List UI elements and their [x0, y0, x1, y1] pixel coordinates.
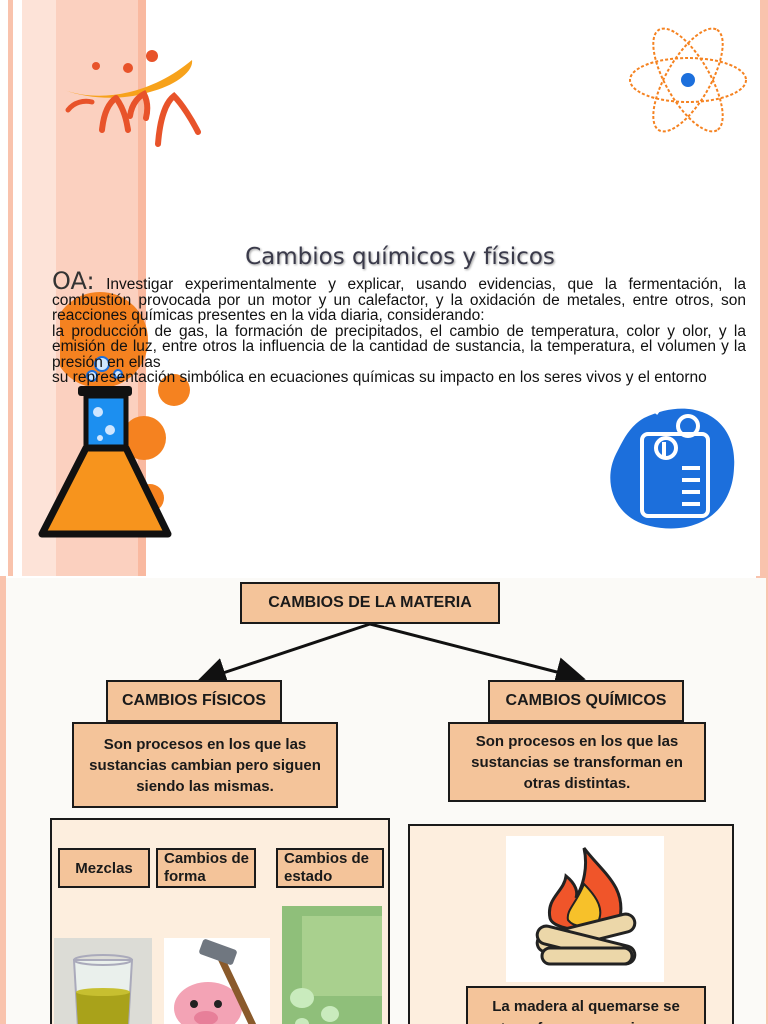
oa-line: su representación simbólica en ecuacione… — [52, 369, 707, 386]
water-drops-image — [282, 906, 382, 1024]
chemical-panel: La madera al quemarse se transforma en c… — [408, 824, 734, 1024]
physical-description: Son procesos en los que las sustancias c… — [72, 722, 338, 808]
piggy-bank-image — [164, 938, 270, 1024]
physical-panel: Mezclas Cambios de forma Cambios de esta… — [50, 818, 390, 1024]
type-mixtures: Mezclas — [58, 848, 150, 888]
physical-title: CAMBIOS FÍSICOS — [106, 680, 282, 722]
stripe — [0, 576, 6, 1024]
connector-arrows — [196, 622, 586, 687]
stripe — [8, 0, 13, 576]
concept-map: CAMBIOS DE LA MATERIA CAMBIOS FÍSICOS CA… — [6, 578, 766, 1024]
chemical-description: Son procesos en los que las sustancias s… — [448, 722, 706, 802]
campfire-image — [506, 836, 664, 982]
oil-glass-image — [54, 938, 152, 1024]
oa-label: OA: — [52, 267, 95, 295]
root-box: CAMBIOS DE LA MATERIA — [240, 582, 500, 624]
slide-title: Cambios químicos y físicos — [245, 244, 555, 270]
atom-icon — [629, 27, 747, 133]
flask-icon — [38, 356, 172, 538]
beaker-icon — [610, 402, 735, 529]
slide: Cambios químicos y físicos OA: Investiga… — [8, 0, 768, 576]
chemical-title: CAMBIOS QUÍMICOS — [488, 680, 684, 722]
type-state-change: Cambios de estado — [276, 848, 384, 888]
learning-objective: OA: Investigar experimentalmente y expli… — [52, 269, 746, 386]
oa-line: Investigar experimentalmente y explicar,… — [52, 276, 746, 324]
oa-line: la producción de gas, la formación de pr… — [52, 322, 746, 371]
type-shape-change: Cambios de forma — [156, 848, 256, 888]
stripe — [138, 0, 146, 576]
logo-icon — [64, 50, 201, 147]
chemical-example: La madera al quemarse se transforma en c… — [466, 986, 706, 1024]
stripe — [760, 0, 768, 576]
stripe — [22, 0, 56, 576]
